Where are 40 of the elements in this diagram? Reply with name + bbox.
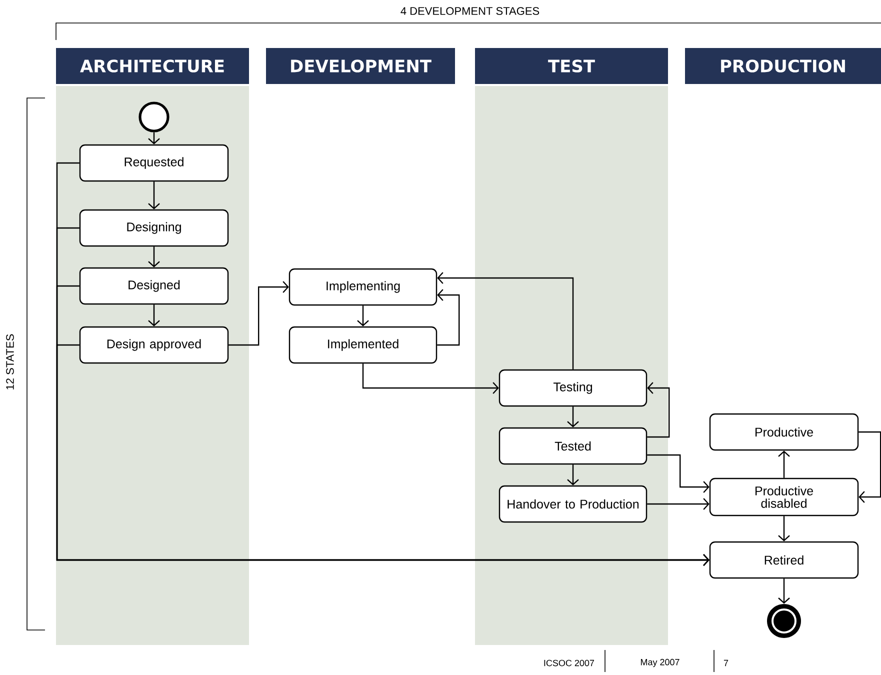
arrow <box>647 454 710 493</box>
stage-header: ARCHITECTURE <box>56 48 249 84</box>
arrow <box>647 382 670 438</box>
arrow <box>362 364 499 394</box>
state-box: Requested <box>79 144 229 182</box>
end-state-circle <box>767 604 801 638</box>
arrow <box>647 498 710 510</box>
state-count-label: 12 STATES <box>6 334 14 390</box>
arrow <box>357 306 369 326</box>
arrow <box>778 578 790 604</box>
arrow <box>778 450 790 478</box>
state-box: Retired <box>709 541 859 579</box>
state-box: Design approved <box>79 326 229 364</box>
footer-text: ICSOC 2007 <box>544 660 594 666</box>
state-box: Productive disabled <box>709 478 859 516</box>
state-box: Implementing <box>288 268 438 306</box>
state-box: Implemented <box>288 326 438 364</box>
arrow <box>778 516 790 542</box>
arrow <box>567 406 579 428</box>
state-box: Tested <box>498 427 648 465</box>
state-box: Designed <box>79 267 229 305</box>
state-box: Designing <box>79 209 229 247</box>
footer-text: May 2007 <box>640 658 680 668</box>
arrow <box>148 182 160 210</box>
state-box: Productive <box>709 413 859 451</box>
page-number: 7 <box>724 660 728 666</box>
arrow <box>437 272 574 370</box>
arrow <box>858 431 881 503</box>
stage-header: DEVELOPMENT <box>266 48 455 84</box>
arrow <box>228 281 289 346</box>
arrow <box>567 464 579 486</box>
arrow <box>437 289 460 346</box>
arrow <box>56 344 710 566</box>
state-box: Handover to Production <box>498 485 648 523</box>
state-box: Testing <box>498 369 648 407</box>
stage-header: TEST <box>475 48 668 84</box>
arrow <box>148 304 160 326</box>
arrow <box>148 246 160 268</box>
stage-count-label: 4 DEVELOPMENT STAGES <box>400 7 540 15</box>
stage-header: PRODUCTION <box>685 48 881 84</box>
